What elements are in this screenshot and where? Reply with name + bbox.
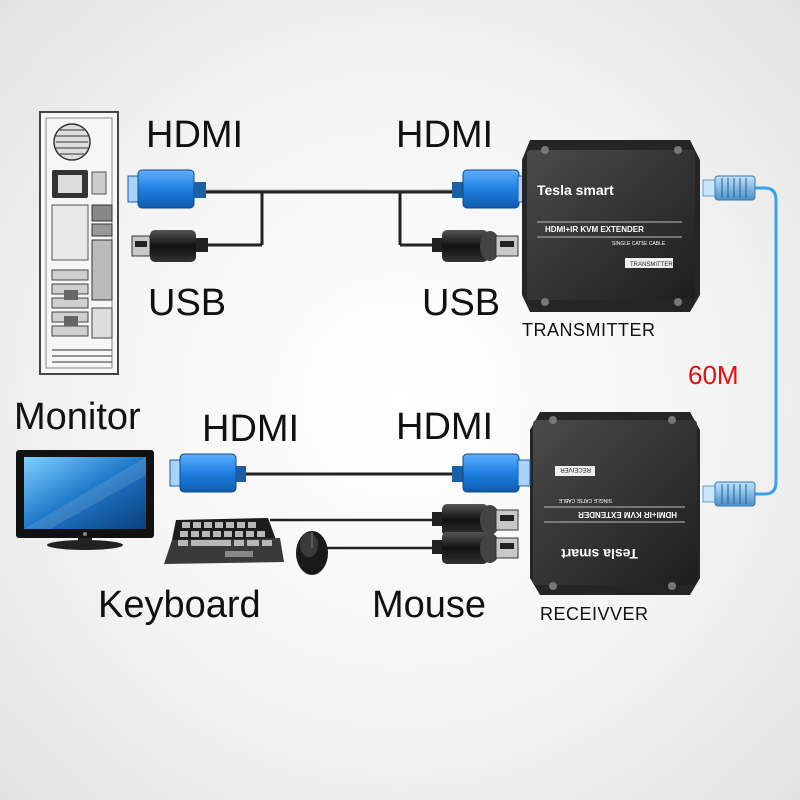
receiver-device: Tesla smart HDMI+IR KVM EXTENDER SINGLE … (530, 412, 700, 595)
usb-connector-icon (131, 230, 208, 262)
hdmi-connector-icon (452, 453, 531, 493)
rj45-connector-icon (702, 481, 756, 507)
hdmi-connector-icon (127, 169, 206, 209)
transmitter-device: Tesla smart HDMI+IR KVM EXTENDER SINGLE … (522, 140, 700, 312)
hdmi-connector-icon (169, 453, 246, 493)
hdmi-label-source-bottom: HDMI (202, 408, 300, 450)
hdmi-connector-icon (452, 169, 531, 209)
pc-tower-icon (39, 111, 119, 375)
monitor-label: Monitor (14, 396, 141, 438)
device-model: HDMI+IR KVM EXTENDER (578, 510, 677, 519)
rj45-connector-icon (702, 175, 756, 201)
device-subtitle: SINGLE CAT5E CABLE (558, 497, 612, 503)
device-brand: Tesla smart (561, 546, 638, 562)
device-sticker: TRANSMITTER (630, 262, 673, 268)
cable-hdmi-top (205, 190, 460, 247)
cable-mouse (310, 532, 440, 550)
hdmi-label-source-top: HDMI (146, 114, 244, 156)
hdmi-label-dest-top: HDMI (396, 114, 494, 156)
usb-connector-icon (432, 532, 519, 564)
hdmi-label-dest-bottom: HDMI (396, 406, 494, 448)
distance-label: 60M (688, 360, 739, 390)
usb-connector-icon (432, 230, 519, 262)
device-brand: Tesla smart (537, 182, 614, 198)
keyboard-label: Keyboard (98, 584, 261, 626)
monitor-icon (16, 450, 154, 550)
device-sticker: RECEIVER (560, 466, 591, 472)
device-model: HDMI+IR KVM EXTENDER (545, 225, 644, 234)
receiver-label: RECEIVVER (540, 604, 649, 624)
keyboard-icon (164, 518, 284, 564)
mouse-label: Mouse (372, 584, 487, 626)
network-cable (755, 186, 778, 496)
usb-label-dest: USB (422, 282, 501, 324)
usb-connector-icon (432, 504, 519, 536)
usb-label-source: USB (148, 282, 227, 324)
device-subtitle: SINGLE CAT5E CABLE (612, 241, 666, 247)
transmitter-label: TRANSMITTER (522, 320, 656, 340)
mouse-icon (296, 531, 328, 575)
